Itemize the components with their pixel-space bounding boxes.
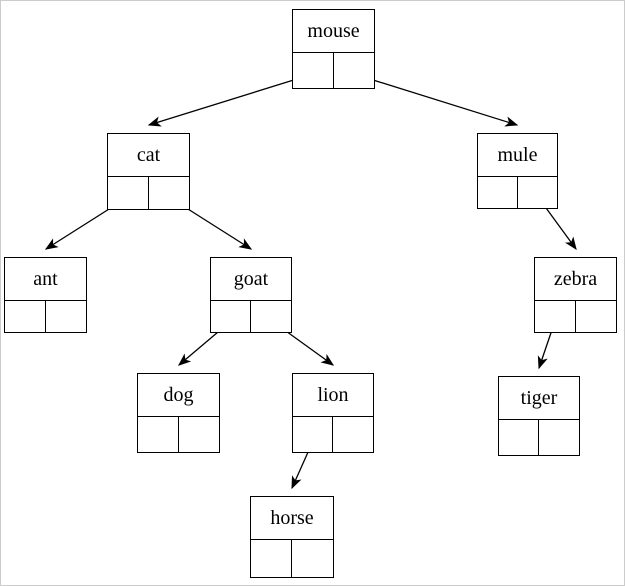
node-label-zebra: zebra bbox=[535, 258, 616, 301]
node-label-cat: cat bbox=[108, 134, 189, 177]
edge-mouse-right-to-mule bbox=[353, 73, 519, 127]
right-pointer-cell-mouse[interactable] bbox=[334, 53, 375, 88]
node-pointer-row-ant bbox=[5, 301, 86, 332]
node-pointer-row-goat bbox=[211, 301, 291, 332]
node-label-lion: lion bbox=[293, 374, 373, 417]
left-pointer-cell-horse[interactable] bbox=[251, 540, 292, 577]
tree-node-mouse[interactable]: mouse bbox=[292, 9, 375, 89]
node-pointer-row-zebra bbox=[535, 301, 616, 332]
node-pointer-row-dog bbox=[138, 417, 219, 452]
tree-node-mule[interactable]: mule bbox=[477, 133, 558, 209]
node-pointer-row-horse bbox=[251, 540, 333, 577]
right-pointer-cell-horse[interactable] bbox=[292, 540, 333, 577]
tree-node-tiger[interactable]: tiger bbox=[498, 376, 580, 456]
node-label-horse: horse bbox=[251, 497, 333, 540]
node-label-mule: mule bbox=[478, 134, 557, 177]
node-label-goat: goat bbox=[211, 258, 291, 301]
left-pointer-cell-dog[interactable] bbox=[138, 417, 179, 452]
node-label-mouse: mouse bbox=[293, 10, 374, 53]
tree-node-dog[interactable]: dog bbox=[137, 373, 220, 453]
node-label-dog: dog bbox=[138, 374, 219, 417]
node-pointer-row-cat bbox=[108, 177, 189, 209]
right-pointer-cell-cat[interactable] bbox=[149, 177, 190, 209]
tree-node-lion[interactable]: lion bbox=[292, 373, 374, 453]
left-pointer-cell-zebra[interactable] bbox=[535, 301, 576, 332]
edge-mouse-left-to-cat bbox=[147, 73, 314, 127]
left-pointer-cell-cat[interactable] bbox=[108, 177, 149, 209]
left-pointer-cell-goat[interactable] bbox=[211, 301, 251, 332]
node-pointer-row-mule bbox=[478, 177, 557, 208]
left-pointer-cell-mule[interactable] bbox=[478, 177, 518, 208]
node-pointer-row-tiger bbox=[499, 420, 579, 455]
right-pointer-cell-zebra[interactable] bbox=[576, 301, 617, 332]
right-pointer-cell-dog[interactable] bbox=[179, 417, 220, 452]
node-pointer-row-lion bbox=[293, 417, 373, 452]
left-pointer-cell-mouse[interactable] bbox=[293, 53, 334, 88]
node-label-ant: ant bbox=[5, 258, 86, 301]
tree-node-goat[interactable]: goat bbox=[210, 257, 292, 333]
left-pointer-cell-ant[interactable] bbox=[5, 301, 46, 332]
tree-node-ant[interactable]: ant bbox=[4, 257, 87, 333]
tree-node-horse[interactable]: horse bbox=[250, 496, 334, 578]
left-pointer-cell-tiger[interactable] bbox=[499, 420, 539, 455]
tree-node-cat[interactable]: cat bbox=[107, 133, 190, 210]
right-pointer-cell-tiger[interactable] bbox=[539, 420, 579, 455]
right-pointer-cell-ant[interactable] bbox=[46, 301, 87, 332]
right-pointer-cell-mule[interactable] bbox=[518, 177, 558, 208]
node-pointer-row-mouse bbox=[293, 53, 374, 88]
node-label-tiger: tiger bbox=[499, 377, 579, 420]
right-pointer-cell-lion[interactable] bbox=[333, 417, 373, 452]
right-pointer-cell-goat[interactable] bbox=[251, 301, 291, 332]
left-pointer-cell-lion[interactable] bbox=[293, 417, 333, 452]
tree-node-zebra[interactable]: zebra bbox=[534, 257, 617, 333]
